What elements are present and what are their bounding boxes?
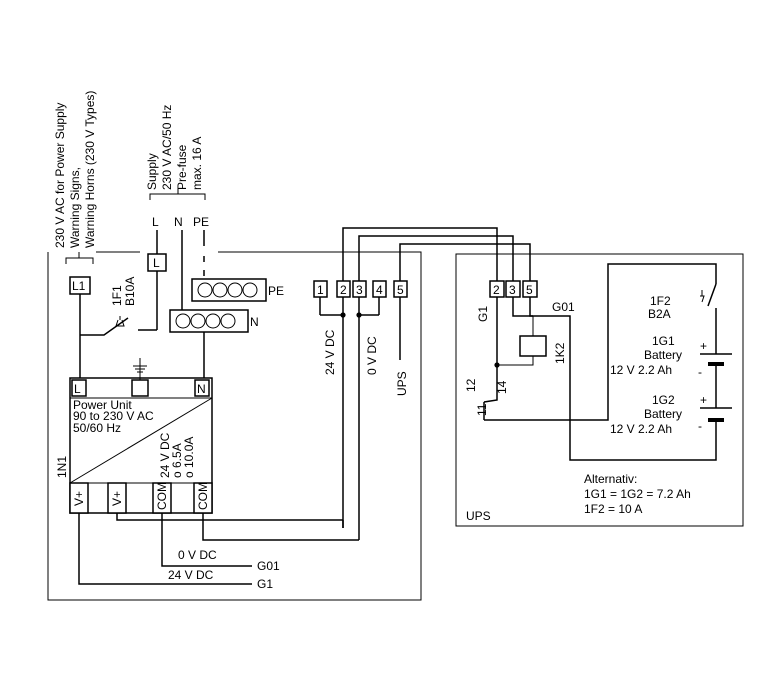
bottom-label-g01: G01 [257, 559, 280, 573]
battery2-type: Battery [644, 407, 682, 421]
ups-box-label: UPS [466, 509, 491, 523]
contact-11: 11 [475, 403, 489, 416]
label-ups-vertical: UPS [395, 371, 409, 396]
battery1-type: Battery [644, 348, 682, 362]
pu-term-com2: COM [196, 482, 210, 510]
ups-label-g01: G01 [552, 300, 575, 314]
pe-bus-label: PE [268, 284, 284, 298]
earth-icon [133, 358, 147, 380]
pu-term-n: N [197, 382, 206, 396]
power-unit-out-line2: o 6.5A [170, 443, 184, 478]
battery2-plus: + [700, 393, 707, 407]
power-unit-title: Power Unit [73, 398, 132, 412]
left-frame [47, 251, 422, 601]
left-label-line1: 230 V AC for Power Supply [53, 103, 67, 248]
left-labels: 230 V AC for Power Supply Warning Signs,… [53, 91, 97, 248]
terminal-l1-label: L1 [72, 279, 86, 293]
power-unit-freq: 50/60 Hz [73, 421, 121, 435]
tb1-5: 5 [397, 283, 404, 297]
battery1-name: 1G1 [652, 334, 675, 348]
pu-term-l: L [74, 382, 81, 396]
battery2-spec: 12 V 2.2 Ah [610, 422, 672, 436]
power-unit-out-line3: o 10.0A [182, 437, 196, 478]
bottom-label-24vdc: 24 V DC [168, 568, 214, 582]
tb1-3: 3 [356, 283, 363, 297]
tb1-4: 4 [376, 283, 383, 297]
label-24vdc-vertical: 24 V DC [323, 329, 337, 375]
ups-term-3: 3 [509, 283, 516, 297]
alt-line1: 1G1 = 1G2 = 7.2 Ah [584, 487, 691, 501]
power-unit-designator: 1N1 [55, 456, 69, 478]
supply-label-line4: max. 16 A [190, 137, 204, 190]
contact-14: 14 [495, 380, 509, 394]
supply-term-n: N [174, 215, 183, 229]
supply-labels: Supply 230 V AC/50 Hz Pre-fuse max. 16 A [145, 105, 204, 190]
power-unit-diagonal [69, 397, 213, 484]
bottom-label-g1: G1 [257, 577, 273, 591]
battery2-name: 1G2 [652, 393, 675, 407]
n-bus [169, 309, 249, 333]
pe-bus [191, 278, 267, 302]
left-bracket [65, 257, 94, 264]
bottom-label-0vdc: 0 V DC [178, 548, 217, 562]
contact-switch [483, 385, 498, 403]
power-unit-range: 90 to 230 V AC [73, 409, 154, 423]
fuse-1f1-switch [80, 317, 129, 336]
battery1-spec: 12 V 2.2 Ah [610, 363, 672, 377]
supply-label-line3: Pre-fuse [175, 144, 189, 190]
supply-label-line1: Supply [145, 153, 159, 190]
fuse-1f1-rating: B10A [123, 277, 137, 306]
ups-term-5: 5 [526, 283, 533, 297]
ups-term-2: 2 [493, 283, 500, 297]
power-unit-out-line1: 24 V DC [158, 432, 172, 478]
battery2-minus: - [698, 419, 702, 433]
tb1-1: 1 [317, 283, 324, 297]
supply-term-l: L [152, 215, 159, 229]
n-bus-label: N [250, 315, 259, 329]
terminal-l-label: L [153, 256, 160, 270]
left-label-line2: Warning Signs, [68, 167, 82, 248]
pu-term-com1: COM [155, 482, 169, 510]
supply-label-line2: 230 V AC/50 Hz [160, 105, 174, 190]
left-label-line3: Warning Horns (230 V Types) [83, 91, 97, 248]
fuse-1f1-name: 1F1 [110, 285, 124, 306]
tb1-2: 2 [340, 283, 347, 297]
alt-line2: 1F2 = 10 A [584, 502, 642, 516]
fuse-1f2-name: 1F2 [650, 294, 671, 308]
terminal-block-1: 1 2 3 4 5 [313, 280, 408, 298]
fuse-1f2-switch [707, 283, 717, 338]
battery1-minus: - [698, 365, 702, 379]
supply-term-pe: PE [193, 215, 209, 229]
supply-bracket [149, 193, 206, 200]
contact-12: 12 [464, 378, 478, 392]
alt-title: Alternativ: [584, 472, 637, 486]
pu-term-v2: V+ [110, 491, 124, 506]
relay-1k2-label: 1K2 [553, 342, 567, 364]
fuse-1f2-rating: B2A [648, 307, 671, 321]
ups-box [455, 253, 744, 527]
relay-1k2 [519, 335, 547, 357]
battery1-plus: + [700, 339, 707, 353]
pu-term-v1: V+ [72, 491, 86, 506]
ups-label-g1: G1 [476, 306, 490, 322]
power-unit [69, 377, 213, 514]
label-0vdc-vertical: 0 V DC [365, 336, 379, 375]
